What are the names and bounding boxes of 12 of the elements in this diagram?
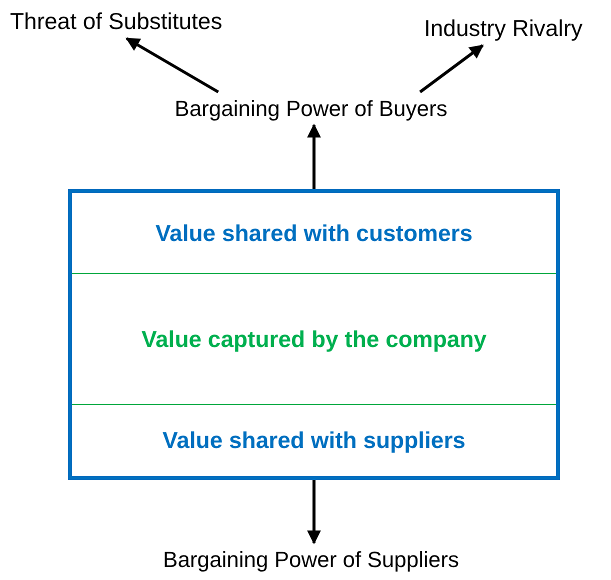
force-label: Threat of Substitutes bbox=[10, 4, 222, 38]
force-label: Industry Rivalry bbox=[424, 11, 582, 46]
arrow bbox=[419, 44, 484, 94]
arrow bbox=[126, 37, 220, 94]
value-row: Value shared with suppliers bbox=[72, 405, 556, 476]
value-row: Value captured by the company bbox=[72, 274, 556, 405]
arrow bbox=[307, 480, 321, 544]
value-row: Value shared with customers bbox=[72, 193, 556, 274]
force-label: Bargaining Power of Buyers bbox=[174, 92, 448, 125]
arrow bbox=[307, 124, 321, 189]
force-label: Bargaining Power of Suppliers bbox=[163, 543, 459, 576]
value-box bbox=[68, 189, 560, 480]
